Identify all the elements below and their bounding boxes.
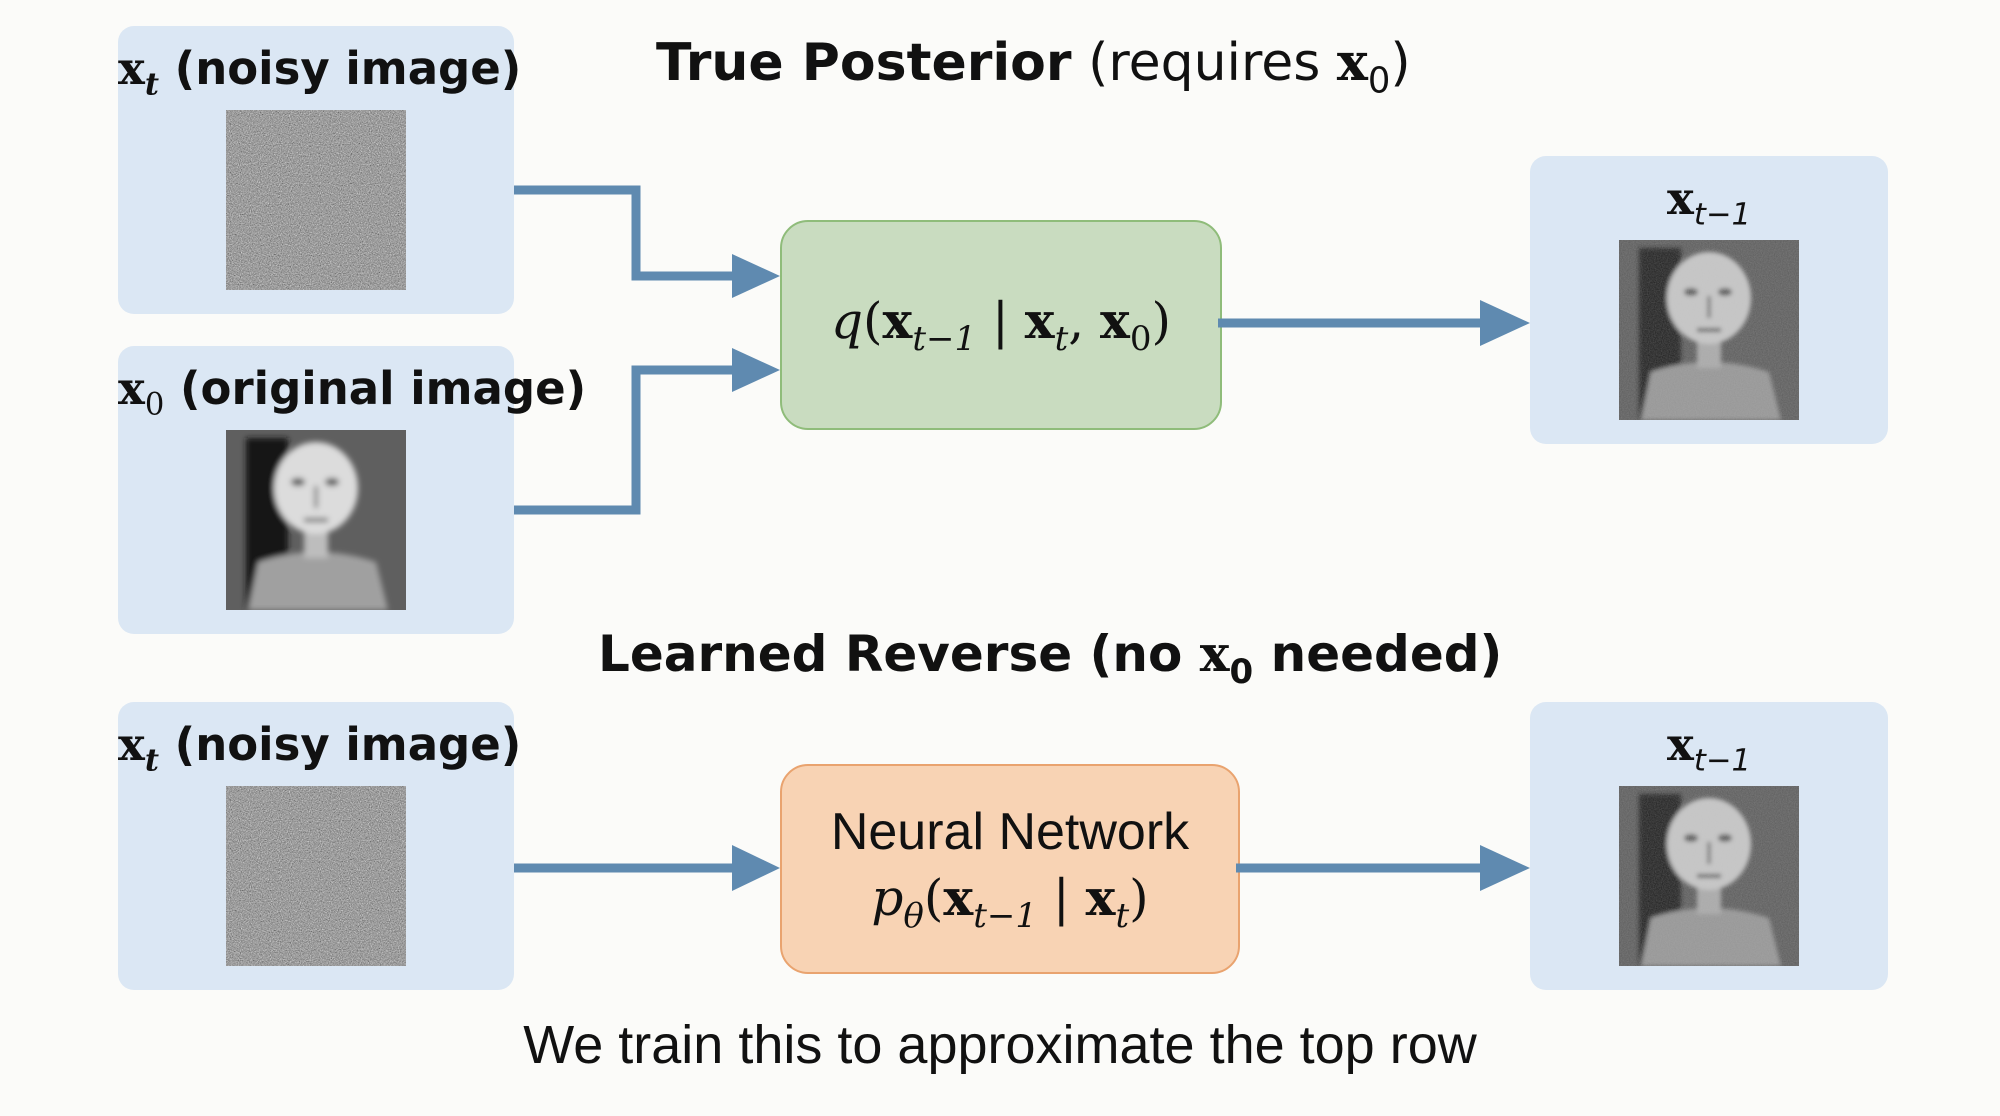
- output-label-top: xt−1: [1667, 172, 1751, 233]
- arrowhead: [1480, 300, 1530, 346]
- noisy-input-panel-bottom: xt (noisy image): [118, 702, 522, 990]
- neural-network-title: Neural Network: [830, 803, 1190, 862]
- noisy-image-thumbnail-top: [226, 110, 406, 290]
- arrowhead: [732, 845, 780, 891]
- denoised-image-thumbnail-top: [1619, 240, 1799, 420]
- posterior-formula: q(xt−1 | xt, x0): [830, 291, 1172, 359]
- learned-reverse-formula: pθ(xt−1 | xt): [871, 868, 1149, 936]
- posterior-box: q(xt−1 | xt, x0): [780, 220, 1222, 430]
- original-input-label: x0 (original image): [118, 362, 587, 423]
- noisy-input-label-bottom: xt (noisy image): [118, 718, 522, 779]
- output-panel-top: xt−1: [1530, 156, 1888, 444]
- caption: We train this to approximate the top row: [523, 1015, 1477, 1075]
- arrow-noisy-to-posterior: [514, 185, 738, 281]
- noisy-image-thumbnail-bottom: [226, 786, 406, 966]
- noisy-input-label-top: xt (noisy image): [118, 42, 522, 103]
- arrowhead: [732, 348, 780, 392]
- neural-network-box: Neural Network pθ(xt−1 | xt): [780, 764, 1240, 974]
- output-panel-bottom: xt−1: [1530, 702, 1888, 990]
- original-input-panel: x0 (original image): [118, 346, 587, 634]
- noisy-input-panel-top: xt (noisy image): [118, 26, 522, 314]
- original-image-thumbnail: [226, 430, 406, 610]
- true-posterior-heading: True Posterior (requires x0): [656, 32, 1411, 102]
- output-label-bottom: xt−1: [1667, 718, 1751, 779]
- arrowhead: [732, 254, 780, 298]
- arrow-original-to-posterior: [514, 365, 738, 515]
- denoised-image-thumbnail-bottom: [1619, 786, 1799, 966]
- learned-reverse-heading: Learned Reverse (no x0 needed): [598, 624, 1503, 692]
- arrowhead: [1480, 845, 1530, 891]
